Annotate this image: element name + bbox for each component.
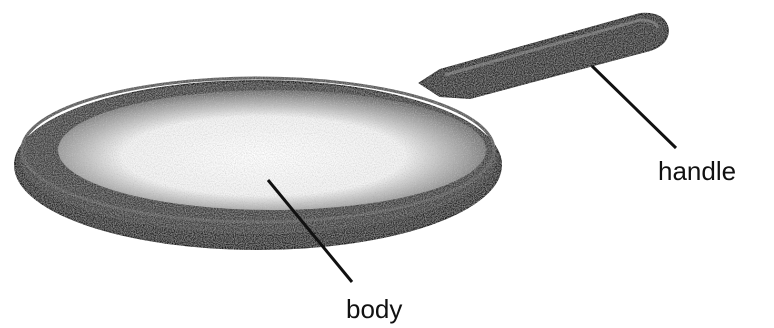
body-label: body (346, 294, 402, 324)
pan-body (15, 78, 501, 249)
handle-label: handle (658, 156, 736, 186)
pan-handle (420, 14, 668, 98)
handle-leader-line (592, 66, 676, 148)
pan-interior (58, 90, 486, 210)
